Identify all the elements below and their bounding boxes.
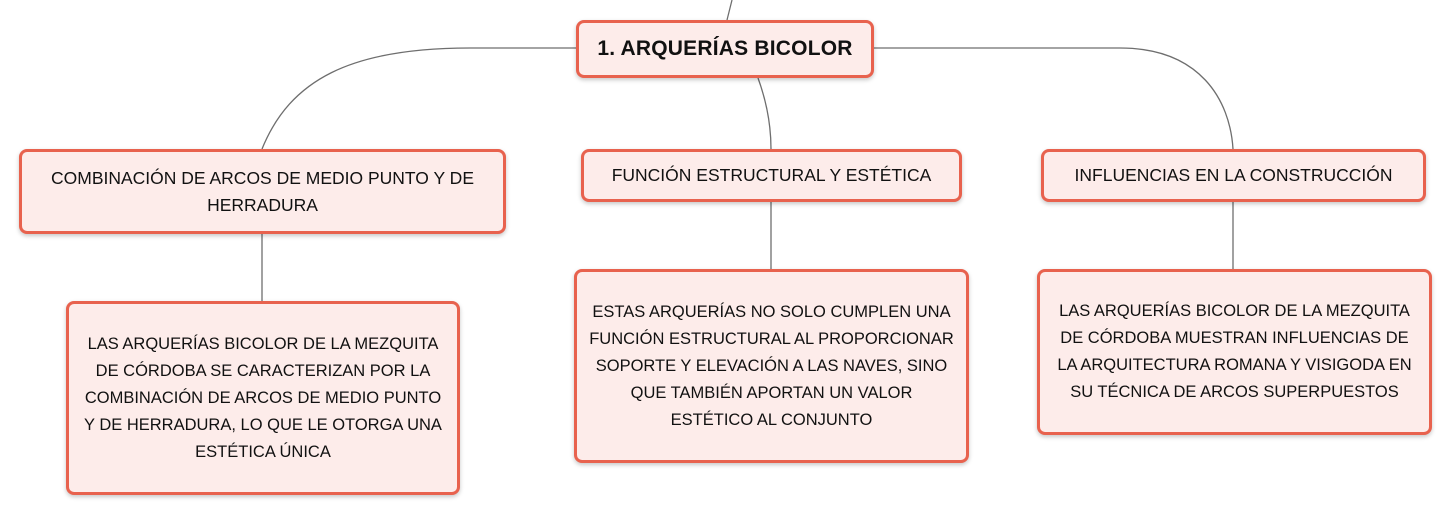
- topic-node-label: COMBINACIÓN DE ARCOS DE MEDIO PUNTO Y DE…: [51, 167, 474, 215]
- detail-node-text: LAS ARQUERÍAS BICOLOR DE LA MEZQUITA DE …: [1057, 302, 1412, 401]
- detail-node-funcion[interactable]: ESTAS ARQUERÍAS NO SOLO CUMPLEN UNA FUNC…: [574, 269, 969, 463]
- topic-node-arcos[interactable]: COMBINACIÓN DE ARCOS DE MEDIO PUNTO Y DE…: [19, 149, 506, 234]
- detail-node-influencias[interactable]: LAS ARQUERÍAS BICOLOR DE LA MEZQUITA DE …: [1037, 269, 1432, 435]
- topic-node-label: FUNCIÓN ESTRUCTURAL Y ESTÉTICA: [611, 165, 932, 185]
- topic-node-label: INFLUENCIAS EN LA CONSTRUCCIÓN: [1074, 165, 1393, 185]
- detail-node-arcos[interactable]: LAS ARQUERÍAS BICOLOR DE LA MEZQUITA DE …: [66, 301, 460, 495]
- root-node-label: 1. ARQUERÍAS BICOLOR: [597, 37, 853, 60]
- topic-node-influencias[interactable]: INFLUENCIAS EN LA CONSTRUCCIÓN: [1041, 149, 1426, 202]
- connector-root-to-topic-1: [261, 47, 576, 150]
- connector-parent-to-root: [726, 0, 733, 21]
- root-node[interactable]: 1. ARQUERÍAS BICOLOR: [576, 20, 874, 78]
- detail-node-text: LAS ARQUERÍAS BICOLOR DE LA MEZQUITA DE …: [84, 334, 442, 461]
- connector-root-to-topic-3: [874, 47, 1234, 150]
- topic-node-funcion[interactable]: FUNCIÓN ESTRUCTURAL Y ESTÉTICA: [581, 149, 962, 202]
- detail-node-text: ESTAS ARQUERÍAS NO SOLO CUMPLEN UNA FUNC…: [589, 302, 954, 429]
- connector-root-to-topic-2: [757, 77, 772, 150]
